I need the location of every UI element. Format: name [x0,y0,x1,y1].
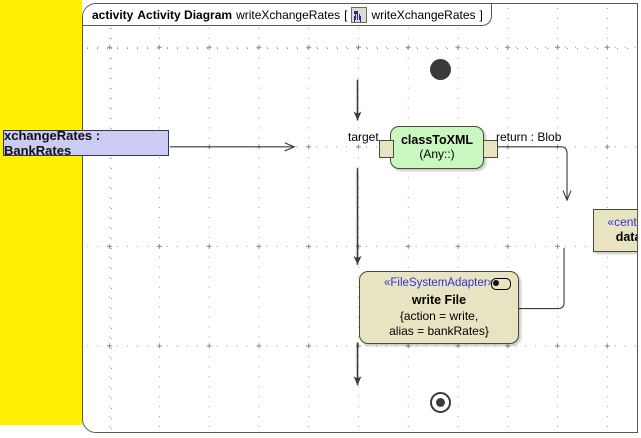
frame-bracket-open: [ [344,7,348,22]
action-classtoxml[interactable]: classToXML (Any::) [390,126,484,169]
central-buffer-node[interactable]: «centralBuffer» data : Blob [593,209,637,252]
object-node-label: xchangeRates : BankRates [4,128,101,158]
target-pin[interactable] [379,140,394,158]
edge-label-target: target [348,130,379,144]
frame-diagram-type: Activity Diagram [137,7,233,22]
behavior-icon [491,278,511,290]
central-buffer-stereotype: «centralBuffer» [607,215,637,230]
frame-title-bar: activity Activity Diagram writeXchangeRa… [83,4,492,26]
write-file-name: write File [411,292,467,307]
write-file-stereotype: «FileSystemAdapter» [384,276,494,289]
action-classtoxml-signature: (Any::) [419,147,455,162]
write-file-property-line2: alias = bankRates} [389,324,489,339]
frame-name: writeXchangeRates [236,7,341,22]
write-file-property-line1: {action = write, [399,309,479,324]
activity-diagram-frame[interactable]: activity Activity Diagram writeXchangeRa… [82,3,638,433]
central-buffer-label: data : Blob [615,230,637,245]
frame-qualified-name: writeXchangeRates [371,7,476,22]
action-write-file[interactable]: «FileSystemAdapter» write File {action =… [359,271,519,344]
frame-keyword: activity [92,7,134,22]
dotted-grid [83,4,637,432]
frame-bracket-close: ] [479,7,483,22]
edge-label-return: return : Blob [496,130,562,144]
object-node-xchangerates[interactable]: xchangeRates : BankRates [3,128,169,158]
selection-highlight-band [0,0,82,425]
edge-layer [169,79,637,386]
initial-node[interactable] [430,59,451,80]
action-classtoxml-name: classToXML [400,133,473,148]
activity-final-node[interactable] [430,392,451,413]
activity-diagram-icon [351,6,368,23]
